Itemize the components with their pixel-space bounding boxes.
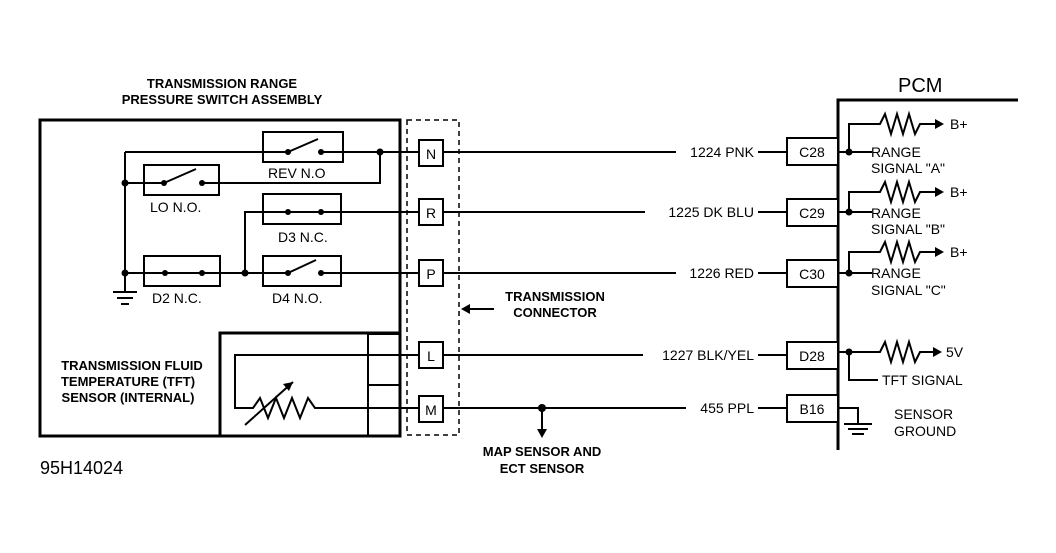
tft-signal-circuit: [838, 338, 942, 381]
svg-text:C29: C29: [799, 205, 825, 221]
svg-text:P: P: [426, 266, 435, 282]
wire-label-455-ppl: 455 PPL: [686, 398, 758, 416]
svg-text:R: R: [426, 205, 436, 221]
tft-sensor-label-line3: SENSOR (INTERNAL): [62, 390, 195, 405]
connector-pointer-arrow-icon: [461, 304, 494, 314]
rev-switch: [262, 131, 344, 163]
connector-pin-m: M: [418, 395, 444, 423]
svg-text:C30: C30: [799, 266, 825, 282]
svg-text:M: M: [425, 402, 437, 418]
tft-sensor-housing: [218, 331, 400, 436]
d4-switch: [262, 255, 342, 287]
svg-text:L: L: [427, 348, 435, 364]
wire-label-1227-blk-yel: 1227 BLK/YEL: [643, 345, 758, 363]
assembly-title-line2: PRESSURE SWITCH ASSEMBLY: [122, 92, 323, 107]
pcm-pin-c28: C28: [786, 137, 839, 166]
rev-switch-label: REV N.O: [268, 165, 326, 181]
svg-text:455 PPL: 455 PPL: [700, 400, 754, 416]
d4-switch-label: D4 N.O.: [272, 290, 323, 306]
connector-pin-n: N: [418, 139, 444, 167]
wire-label-1226-red: 1226 RED: [676, 263, 758, 281]
connector-pin-p: P: [418, 259, 444, 287]
pcm-pin-d28: D28: [786, 341, 839, 370]
range-signal-a-circuit: [838, 110, 944, 156]
range-signal-a-supply: B+: [950, 116, 968, 132]
map-ect-arrow-icon: [537, 408, 547, 438]
svg-text:D28: D28: [799, 348, 825, 364]
transmission-connector-outline: [406, 119, 460, 436]
pcm-outline: [836, 98, 1018, 450]
svg-text:B16: B16: [800, 401, 825, 417]
map-ect-label-line2: ECT SENSOR: [500, 461, 585, 476]
lo-switch-label: LO N.O.: [150, 199, 201, 215]
pcm-pin-c29: C29: [786, 198, 839, 227]
d3-switch: [262, 193, 342, 225]
pcm-title: PCM: [898, 75, 942, 97]
sensor-ground-icon: [838, 407, 872, 435]
sensor-ground-line2: GROUND: [894, 423, 956, 439]
svg-text:N: N: [426, 146, 436, 162]
tft-signal-label: TFT SIGNAL: [882, 372, 963, 388]
range-signal-a-line2: SIGNAL "A": [871, 160, 945, 176]
wire-label-1224-pnk: 1224 PNK: [676, 142, 758, 160]
wire-label-1225-dk-blu: 1225 DK BLU: [645, 202, 758, 220]
tft-sensor-label-line2: TEMPERATURE (TFT): [61, 374, 195, 389]
tft-supply-label: 5V: [946, 344, 964, 360]
range-signal-c-line2: SIGNAL "C": [871, 282, 946, 298]
connector-pin-r: R: [418, 198, 444, 226]
range-signal-b-line2: SIGNAL "B": [871, 221, 945, 237]
svg-text:1226 RED: 1226 RED: [689, 265, 754, 281]
connector-label-line1: TRANSMISSION: [505, 289, 605, 304]
range-signal-b-circuit: [838, 178, 944, 216]
d2-switch: [143, 255, 221, 287]
assembly-title-line1: TRANSMISSION RANGE: [147, 76, 298, 91]
svg-text:C28: C28: [799, 144, 825, 160]
figure-id: 95H14024: [40, 458, 123, 478]
pcm-pin-c30: C30: [786, 259, 839, 288]
range-signal-c-circuit: [838, 238, 944, 277]
range-signal-b-line1: RANGE: [871, 205, 921, 221]
range-signal-c-supply: B+: [950, 244, 968, 260]
tft-sensor-label-line1: TRANSMISSION FLUID: [61, 358, 203, 373]
lo-switch: [143, 164, 220, 196]
connector-label-line2: CONNECTOR: [513, 305, 597, 320]
svg-text:1224 PNK: 1224 PNK: [690, 144, 754, 160]
tft-thermistor-icon: [234, 354, 368, 426]
range-signal-a-line1: RANGE: [871, 144, 921, 160]
sensor-ground-line1: SENSOR: [894, 406, 953, 422]
svg-text:1225 DK BLU: 1225 DK BLU: [668, 204, 754, 220]
assembly-ground-icon: [113, 291, 137, 305]
pcm-pin-b16: B16: [786, 394, 839, 423]
d3-switch-label: D3 N.C.: [278, 229, 328, 245]
range-signal-b-supply: B+: [950, 184, 968, 200]
svg-text:1227 BLK/YEL: 1227 BLK/YEL: [662, 347, 754, 363]
range-signal-c-line1: RANGE: [871, 265, 921, 281]
map-ect-label-line1: MAP SENSOR AND: [483, 444, 601, 459]
connector-pin-l: L: [418, 341, 444, 369]
d2-switch-label: D2 N.C.: [152, 290, 202, 306]
